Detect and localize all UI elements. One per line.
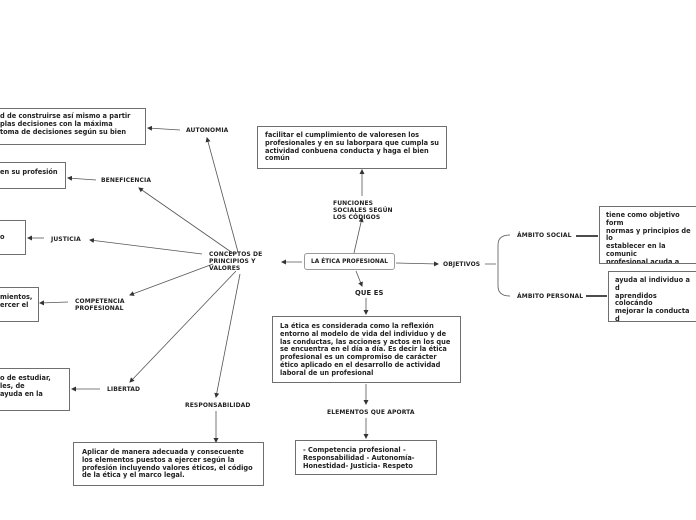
node-objetivos[interactable]: OBJETIVOS <box>443 261 481 268</box>
node-beneficencia[interactable]: BENEFICENCIA <box>101 177 152 184</box>
edge-beneficencia-box <box>67 175 97 181</box>
edge-conceptos-responsabilidad <box>214 273 241 398</box>
central-topic-label: LA ÉTICA PROFESIONAL <box>311 258 388 265</box>
node-responsabilidad[interactable]: RESPONSABILIDAD <box>185 402 251 409</box>
que-es-box: La ética es considerada como la reflexió… <box>272 316 461 383</box>
edge-autonomia-box <box>147 125 181 131</box>
node-elementos[interactable]: ELEMENTOS QUE APORTA <box>327 409 415 416</box>
edge-conceptos-beneficencia <box>138 187 235 255</box>
edge-conceptos-libertad <box>129 270 237 383</box>
edge-conceptos-competencia <box>129 263 214 296</box>
edge-center-funciones <box>353 217 364 254</box>
edge-center-objetivos <box>395 261 439 267</box>
libertad-box: o de estudiar, les, de ayuda en la <box>0 368 70 411</box>
autonomia-box: d de construirse así mismo a partir plas… <box>0 108 146 145</box>
edge-objetivos-bracket <box>485 234 511 297</box>
node-autonomia[interactable]: AUTONOMIA <box>186 127 229 134</box>
edge-center-quees <box>355 270 363 287</box>
node-ambito-personal[interactable]: ÁMBITO PERSONAL <box>517 293 584 300</box>
ambito-social-box: tiene como objetivo form normas y princi… <box>599 206 696 264</box>
node-competencia[interactable]: COMPETENCIA PROFESIONAL <box>75 298 125 312</box>
elementos-box: - Competencia profesional - Responsabili… <box>295 440 437 475</box>
node-justicia[interactable]: JUSTICIA <box>51 236 81 243</box>
responsabilidad-box: Aplicar de manera adecuada y consecuente… <box>73 442 264 486</box>
edge-conceptos-justicia <box>89 238 203 255</box>
funciones-box: facilitar el cumplimiento de valoresen l… <box>257 126 447 169</box>
node-funciones[interactable]: FUNCIONES SOCIALES SEGÚN LOS CÓDIGOS <box>333 200 393 221</box>
node-libertad[interactable]: LIBERTAD <box>107 386 141 393</box>
central-topic[interactable]: LA ÉTICA PROFESIONAL <box>304 253 395 270</box>
beneficencia-box: en su profesión <box>0 162 66 189</box>
edge-conceptos-autonomia <box>205 137 239 253</box>
edge-competencia-box <box>39 300 69 306</box>
justicia-box: o <box>0 220 26 255</box>
node-que-es[interactable]: QUE ES <box>355 289 384 297</box>
node-ambito-social[interactable]: ÁMBITO SOCIAL <box>517 232 572 239</box>
ambito-personal-box: ayuda al individuo a d aprendidos colocá… <box>608 271 696 322</box>
competencia-box: mientos, ercer el <box>0 287 39 322</box>
node-conceptos[interactable]: CONCEPTOS DE PRINCIPIOS Y VALORES <box>209 251 263 272</box>
